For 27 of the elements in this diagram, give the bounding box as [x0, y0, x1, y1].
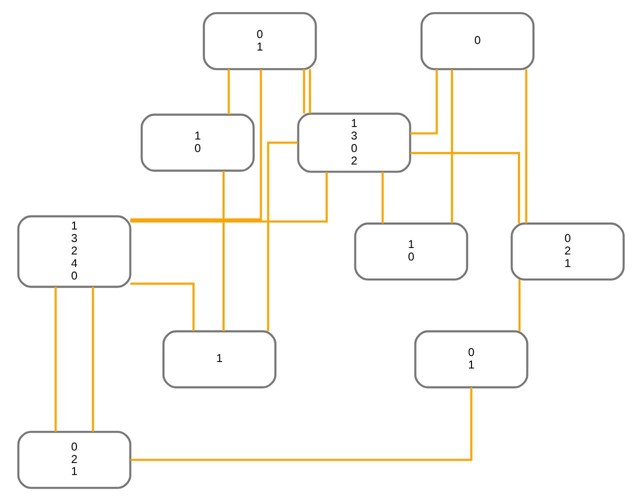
connector — [410, 152, 520, 223]
node-box: 1 3 2 4 0 — [17, 214, 132, 288]
connector — [222, 170, 225, 330]
connector — [228, 68, 230, 114]
connector — [130, 172, 328, 222]
connector — [267, 141, 298, 331]
connector — [450, 69, 453, 223]
node-box: 0 1 — [202, 12, 317, 70]
node-box: 1 — [162, 330, 276, 388]
connector — [92, 286, 94, 432]
connector — [303, 68, 306, 113]
connector — [130, 386, 472, 460]
node-box: 0 — [420, 12, 535, 70]
connector — [130, 68, 262, 220]
connector — [518, 279, 521, 331]
node-box: 1 3 0 2 — [297, 112, 412, 172]
connector — [130, 282, 195, 331]
node-box: 1 0 — [140, 113, 255, 172]
node-box: 0 2 1 — [17, 430, 132, 488]
connector — [410, 68, 438, 134]
node-box: 0 1 — [414, 330, 528, 388]
connector — [54, 286, 57, 432]
node-box: 1 0 — [354, 222, 468, 280]
connector — [308, 68, 311, 113]
connector — [382, 171, 384, 223]
connector — [525, 69, 528, 223]
node-box: 0 2 1 — [510, 222, 625, 280]
